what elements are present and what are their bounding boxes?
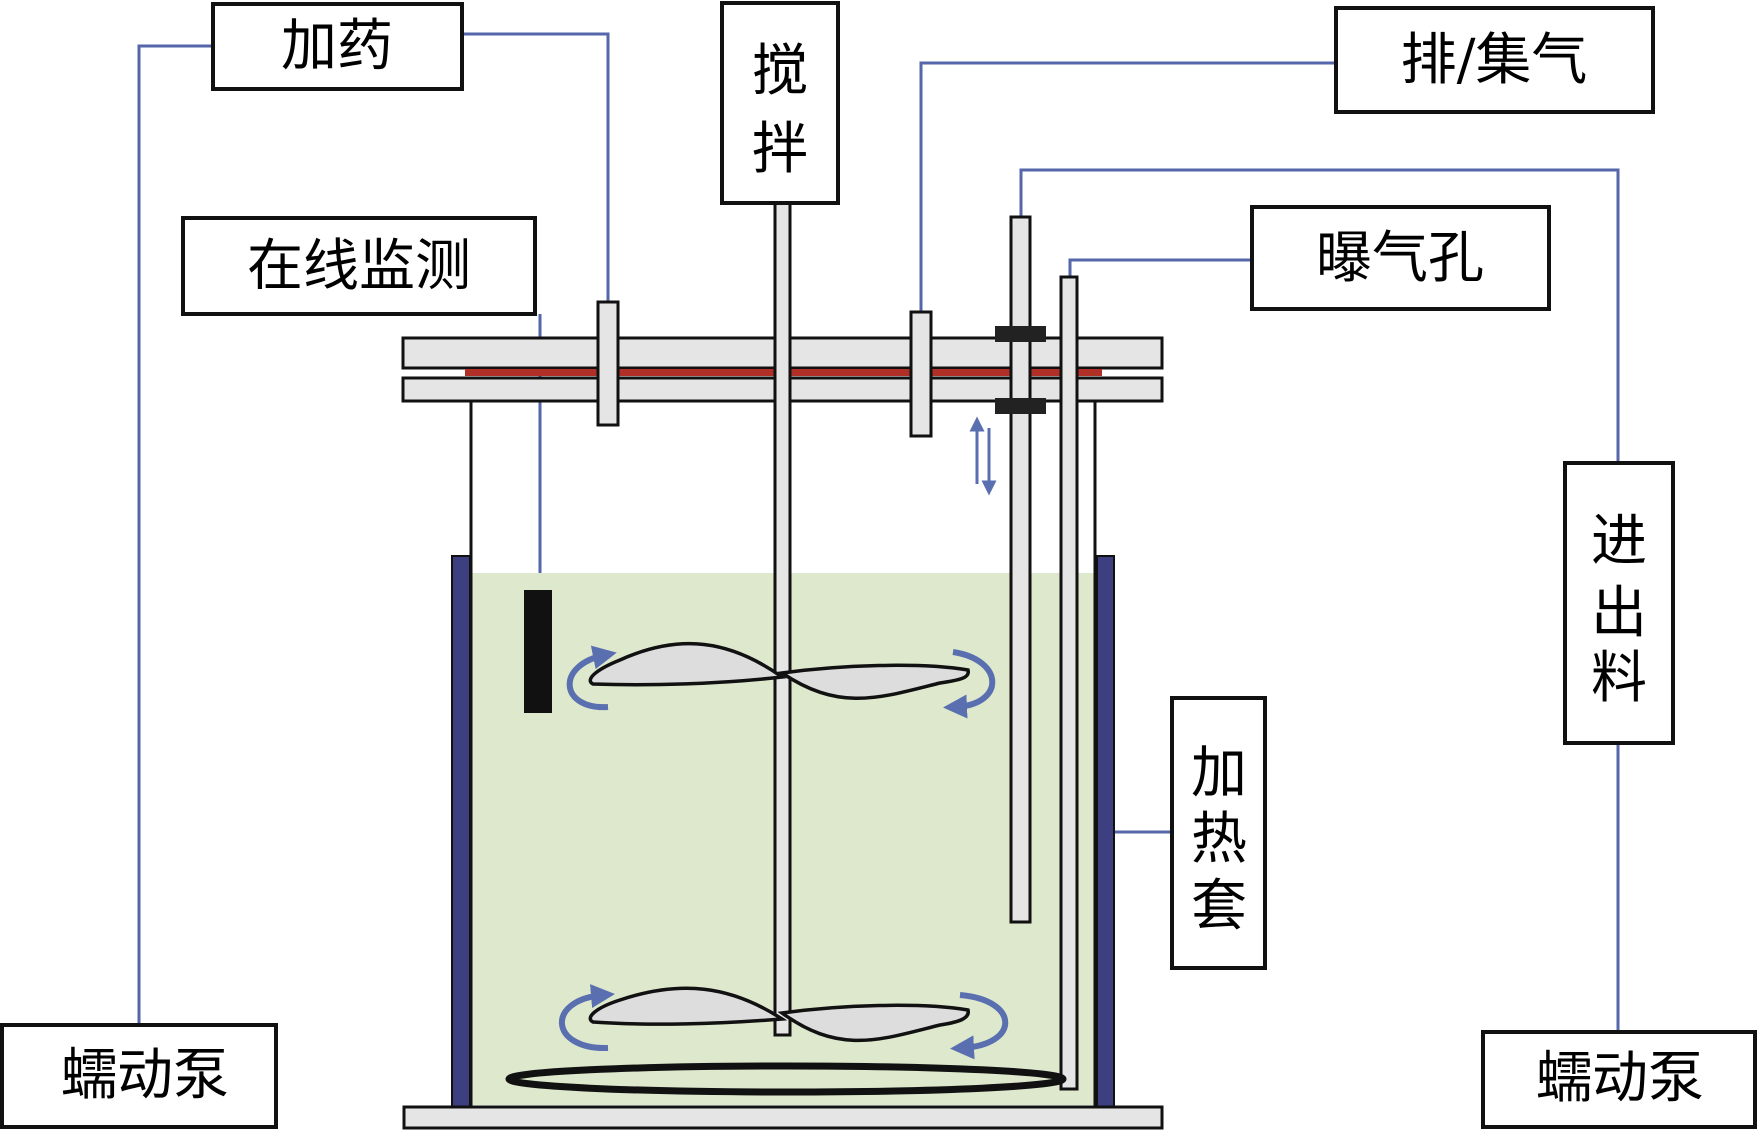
label-feed-3: 料 xyxy=(1591,646,1647,711)
line-dosing-to-port xyxy=(462,32,610,302)
label-exhaust-collect: 排/集气 xyxy=(1401,28,1588,93)
feed-tube xyxy=(1009,215,1032,924)
box-feed xyxy=(1563,461,1675,745)
box-exhaust xyxy=(1334,6,1655,114)
adjust-arrows xyxy=(969,416,997,496)
box-monitor xyxy=(181,216,537,316)
box-pump-left xyxy=(0,1023,278,1129)
stirrer-shaft xyxy=(773,201,792,1037)
label-feed-2: 出 xyxy=(1591,581,1647,646)
flow-arrow-lower-left xyxy=(558,984,615,1052)
label-heating-1: 加 xyxy=(1191,741,1247,806)
box-pump-right xyxy=(1481,1030,1757,1129)
dosing-port xyxy=(596,300,620,427)
label-pump-right: 蠕动泵 xyxy=(1536,1046,1704,1111)
flow-arrow-lower-right xyxy=(950,992,1009,1060)
label-aeration-hole: 曝气孔 xyxy=(1316,226,1484,291)
feed-tube-fitting-top xyxy=(995,326,1046,342)
impeller-upper-left-blade xyxy=(588,641,787,687)
label-pump-left: 蠕动泵 xyxy=(61,1043,229,1108)
heating-jacket-left xyxy=(451,555,471,1109)
impeller-lower xyxy=(588,986,970,1043)
label-feed-1: 进 xyxy=(1591,509,1647,574)
feed-tube-fitting-bottom xyxy=(995,398,1046,414)
line-exhaust-to-port xyxy=(919,61,1336,312)
heating-jacket-right xyxy=(1096,555,1115,1109)
aeration-tube xyxy=(1059,275,1079,1091)
label-dosing: 加药 xyxy=(281,14,393,79)
box-stirring xyxy=(720,1,840,205)
aeration-ring xyxy=(505,1062,1067,1096)
impeller-upper xyxy=(588,641,970,700)
box-heating xyxy=(1170,696,1267,970)
label-online-monitor: 在线监测 xyxy=(247,234,471,299)
impeller-upper-right-blade xyxy=(777,663,970,700)
monitor-probe xyxy=(524,590,552,713)
line-dosing-to-left-pump xyxy=(137,44,213,1025)
line-feed-tube-to-feed-box xyxy=(1019,168,1620,463)
flow-arrows xyxy=(558,645,1009,1060)
box-aeration xyxy=(1250,205,1551,311)
box-dosing xyxy=(211,2,464,91)
flow-arrow-upper-right xyxy=(943,649,996,719)
connection-lines xyxy=(137,32,1620,1032)
base-plate xyxy=(402,1105,1164,1130)
impeller-lower-right-blade xyxy=(777,1003,970,1043)
flow-arrow-upper-left xyxy=(566,645,617,711)
exhaust-port xyxy=(909,310,933,438)
label-heating-3: 套 xyxy=(1191,874,1247,939)
line-aeration-to-tube xyxy=(1068,258,1252,277)
impeller-lower-left-blade xyxy=(588,986,788,1026)
label-heating-2: 热 xyxy=(1191,807,1247,872)
label-stirring-2: 拌 xyxy=(752,117,808,182)
label-stirring-1: 搅 xyxy=(752,39,808,104)
